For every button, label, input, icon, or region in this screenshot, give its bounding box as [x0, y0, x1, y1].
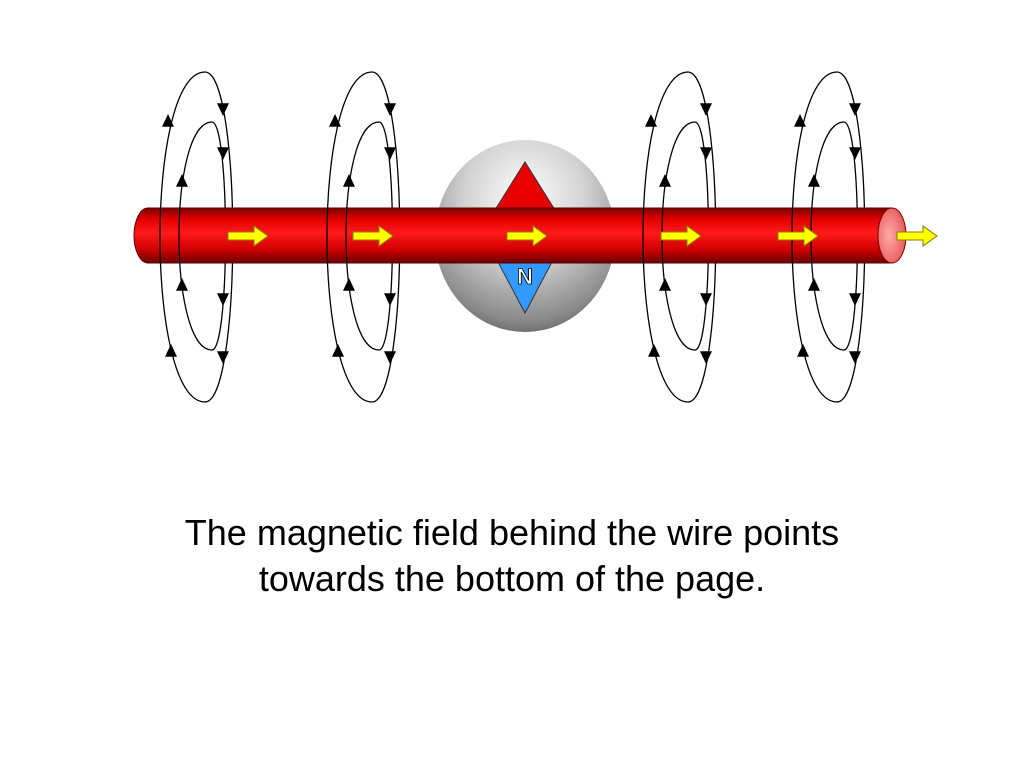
- field-arrow-down: [384, 147, 396, 160]
- field-arrow-down: [384, 293, 396, 306]
- field-arrow-up: [176, 278, 188, 291]
- field-arrow-up: [332, 344, 344, 357]
- field-arrow-up: [162, 114, 174, 127]
- field-arrow-down: [384, 351, 396, 364]
- field-arrow-down: [849, 293, 861, 306]
- field-arrow-up: [659, 278, 671, 291]
- field-loop-front-2: [326, 71, 380, 403]
- field-line: [178, 121, 213, 351]
- field-line: [642, 71, 689, 403]
- field-arrow-down: [217, 293, 229, 306]
- field-arrow-up: [343, 278, 355, 291]
- field-arrow-up: [165, 344, 177, 357]
- field-arrow-up: [645, 114, 657, 127]
- field-arrow-up: [808, 174, 820, 187]
- field-loop-front-1: [159, 71, 213, 403]
- field-arrow-up: [797, 344, 809, 357]
- field-line: [326, 71, 373, 403]
- field-arrow-up: [329, 114, 341, 127]
- caption: The magnetic field behind the wire point…: [112, 510, 912, 602]
- field-arrow-up: [648, 344, 660, 357]
- field-arrow-up: [794, 114, 806, 127]
- field-arrow-down: [849, 147, 861, 160]
- field-arrow-up: [808, 278, 820, 291]
- magnetic-field-diagram: N: [133, 71, 938, 403]
- field-arrow-down: [217, 351, 229, 364]
- current-arrow-1: [227, 225, 269, 247]
- field-arrow-down: [849, 103, 861, 116]
- current-arrow-4: [660, 225, 702, 247]
- field-arrow-up: [343, 174, 355, 187]
- compass-pole-label: N: [517, 264, 533, 289]
- caption-line-2: towards the bottom of the page.: [258, 558, 766, 599]
- field-arrow-down: [849, 351, 861, 364]
- field-arrow-down: [700, 103, 712, 116]
- current-arrow-5: [777, 225, 819, 247]
- current-arrow-6: [896, 225, 938, 247]
- field-arrow-down: [700, 293, 712, 306]
- field-arrow-down: [700, 147, 712, 160]
- field-loops-front: [159, 71, 845, 403]
- field-arrow-down: [217, 103, 229, 116]
- field-line: [159, 71, 206, 403]
- field-line: [345, 121, 380, 351]
- current-arrow-3: [506, 225, 548, 247]
- field-arrow-up: [176, 174, 188, 187]
- field-arrow-down: [217, 147, 229, 160]
- field-arrow-up: [659, 174, 671, 187]
- caption-line-1: The magnetic field behind the wire point…: [184, 512, 840, 553]
- field-loop-front-3: [642, 71, 696, 403]
- field-arrow-down: [384, 103, 396, 116]
- current-arrow-2: [352, 225, 394, 247]
- field-arrow-down: [700, 351, 712, 364]
- current-arrows: [227, 225, 938, 247]
